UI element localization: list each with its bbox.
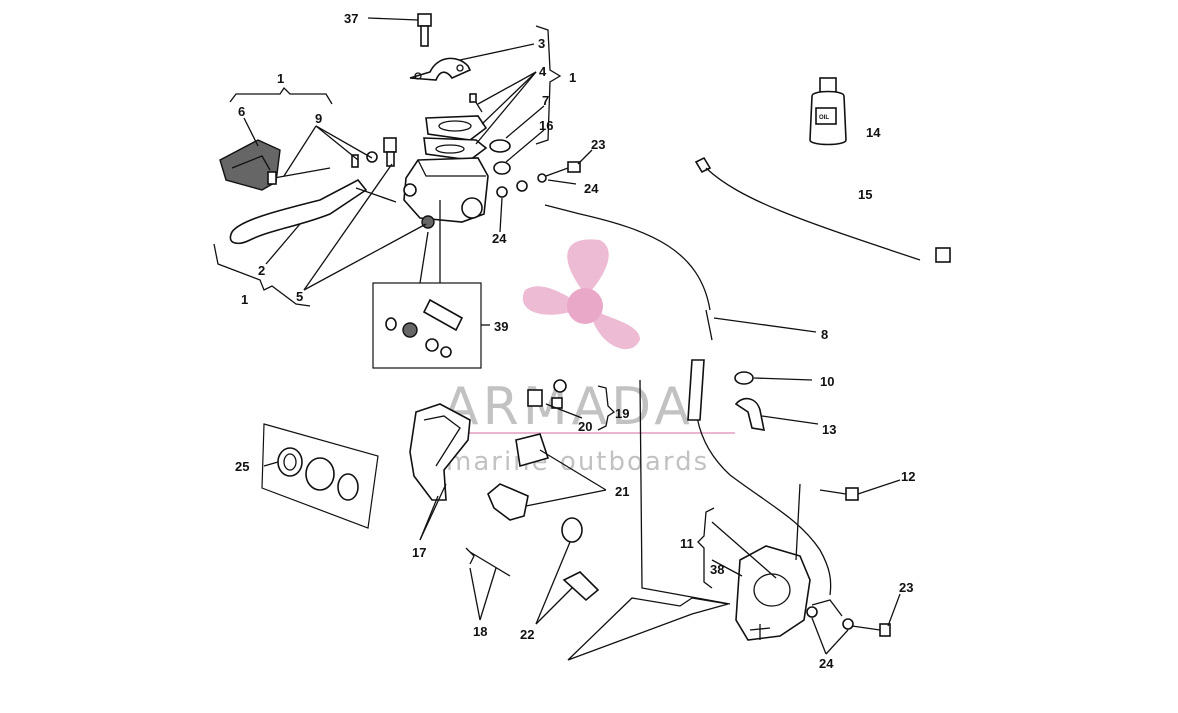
label-23-bottom: 23 [899,580,913,595]
banjo-bolt-part-23-bottom [806,599,891,637]
label-24-mid: 24 [492,231,507,246]
label-12: 12 [901,469,915,484]
label-1-bottom: 1 [241,292,248,307]
label-11: 11 [680,536,694,551]
label-23-top: 23 [591,137,605,152]
label-39: 39 [494,319,508,334]
label-22: 22 [520,627,534,642]
watermark-logo: ARMADA marine outboards [443,239,735,477]
caliper-pin-part-22 [561,517,600,602]
label-2: 2 [258,263,265,278]
repair-kit-part-39 [372,282,482,369]
brake-lever-part-2 [229,178,397,245]
label-14: 14 [866,125,881,140]
label-4: 4 [539,64,547,79]
label-13: 13 [822,422,836,437]
hose-clip-part-13 [734,397,766,431]
label-24-bottom: 24 [819,656,834,671]
banjo-bolt-part-23-top [496,161,581,198]
switch-cable-part-15 [694,156,951,263]
piston-seal-kit-part-25 [261,423,379,529]
label-6: 6 [238,104,245,119]
nut-part-16 [493,161,511,175]
pivot-bolt-part-5 [383,137,397,167]
label-37: 37 [344,11,358,26]
label-21: 21 [615,484,629,499]
label-25: 25 [235,459,249,474]
screw-part-9 [267,151,378,185]
caliper-bolt-part-12 [819,487,859,501]
label-1-top: 1 [569,70,576,85]
label-3: 3 [538,36,545,51]
bleed-fitting-part-19-20 [527,379,567,409]
label-15: 15 [858,187,872,202]
oil-bottle-part-14: OIL [809,77,847,146]
pad-spring-part-21 [487,433,550,521]
label-10: 10 [820,374,834,389]
label-5: 5 [296,289,303,304]
watermark-brand: ARMADA [443,377,694,437]
label-9: 9 [315,111,322,126]
label-24-top: 24 [584,181,599,196]
brake-hose-part-8 [544,204,832,596]
reservoir-cover-part-4 [423,93,488,161]
clamp-part-3 [409,57,472,81]
label-1-left: 1 [277,71,284,86]
part-number-labels: 37 3 4 1 7 16 23 24 14 15 1 6 9 2 1 5 24… [235,11,915,671]
brake-caliper-part-11 [735,545,811,641]
pad-pin-part-18 [465,547,511,577]
label-38: 38 [710,562,724,577]
label-18: 18 [473,624,487,639]
master-cylinder-body [403,157,489,229]
oil-bottle-label: OIL [819,115,829,121]
label-19: 19 [615,406,629,421]
watermark-divider [443,432,735,434]
bolt-part-37 [417,13,432,47]
leader-lines [243,17,901,661]
label-8: 8 [821,327,828,342]
label-20: 20 [578,419,592,434]
label-7: 7 [542,93,549,108]
propeller-icon [522,239,640,350]
label-17: 17 [412,545,426,560]
nut-part-10 [734,371,754,385]
cap-part-7 [489,139,511,153]
label-16: 16 [539,118,553,133]
group-brackets [213,25,715,589]
